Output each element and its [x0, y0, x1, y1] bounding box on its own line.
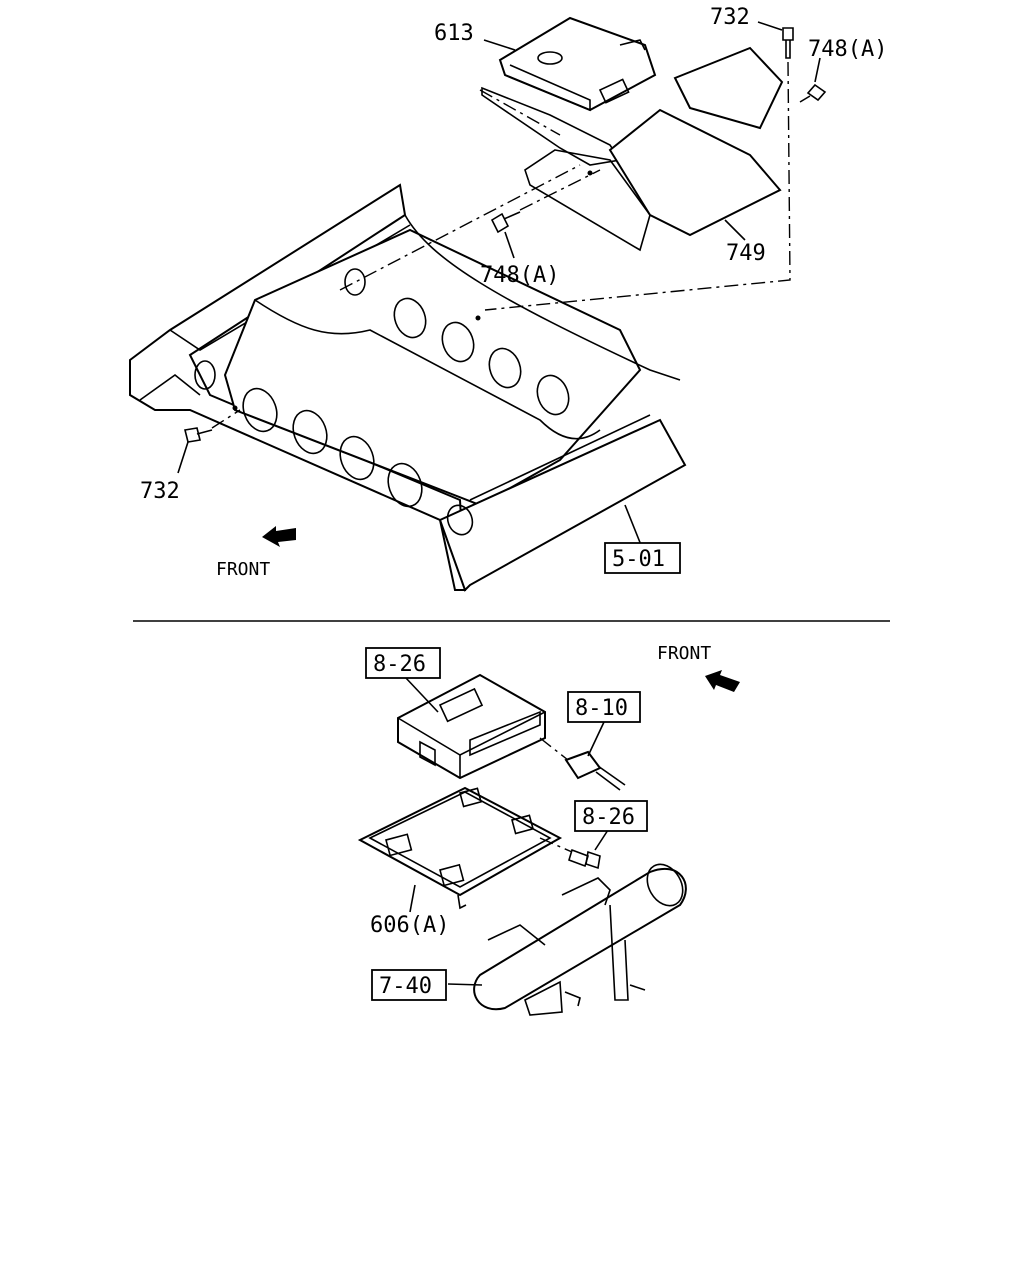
bolt-732-top: [782, 27, 794, 59]
bolt-748a-frame: [490, 211, 521, 234]
callout-613: 613: [434, 21, 474, 46]
mounting-bracket-606a: [357, 786, 563, 910]
callout-732-left: 732: [140, 479, 180, 504]
bolt-lower: [568, 848, 601, 870]
callout-748a-top-right: 748(A): [808, 37, 887, 62]
harness-connector: [564, 750, 626, 791]
ecu-module: [498, 16, 657, 112]
ref-8-10-harness: 8-10: [575, 696, 628, 721]
callout-732-top: 732: [710, 5, 750, 30]
ref-5-01: 5-01: [612, 547, 665, 572]
ref-box-8-26-top: [365, 647, 441, 679]
bolt-732-left: [184, 427, 213, 443]
ref-7-40-crossmember: 7-40: [379, 974, 432, 999]
ref-box-8-10: [567, 691, 641, 723]
callout-748a-frame: 748(A): [480, 263, 559, 288]
ref-8-26-module: 8-26: [373, 652, 426, 677]
bracket-749: [524, 46, 784, 252]
ref-box-7-40: [371, 969, 447, 1001]
callout-606a: 606(A): [370, 913, 449, 938]
front-label-lower: FRONT: [657, 643, 711, 664]
front-label-upper: FRONT: [216, 559, 270, 580]
chassis-frame: [129, 183, 687, 592]
front-arrow-icon-lower: [705, 670, 740, 692]
crossmember-tube: [473, 863, 687, 1016]
ecu-mounting-plate: [481, 86, 622, 166]
callout-749: 749: [726, 241, 766, 266]
front-arrow-icon: [262, 526, 296, 547]
ref-box-5-01: [604, 542, 681, 574]
ref-8-26-bolt: 8-26: [582, 805, 635, 830]
bolt-748a-top-right: [799, 83, 827, 103]
ref-box-8-26-bolt: [574, 800, 648, 832]
control-module: [397, 673, 546, 780]
